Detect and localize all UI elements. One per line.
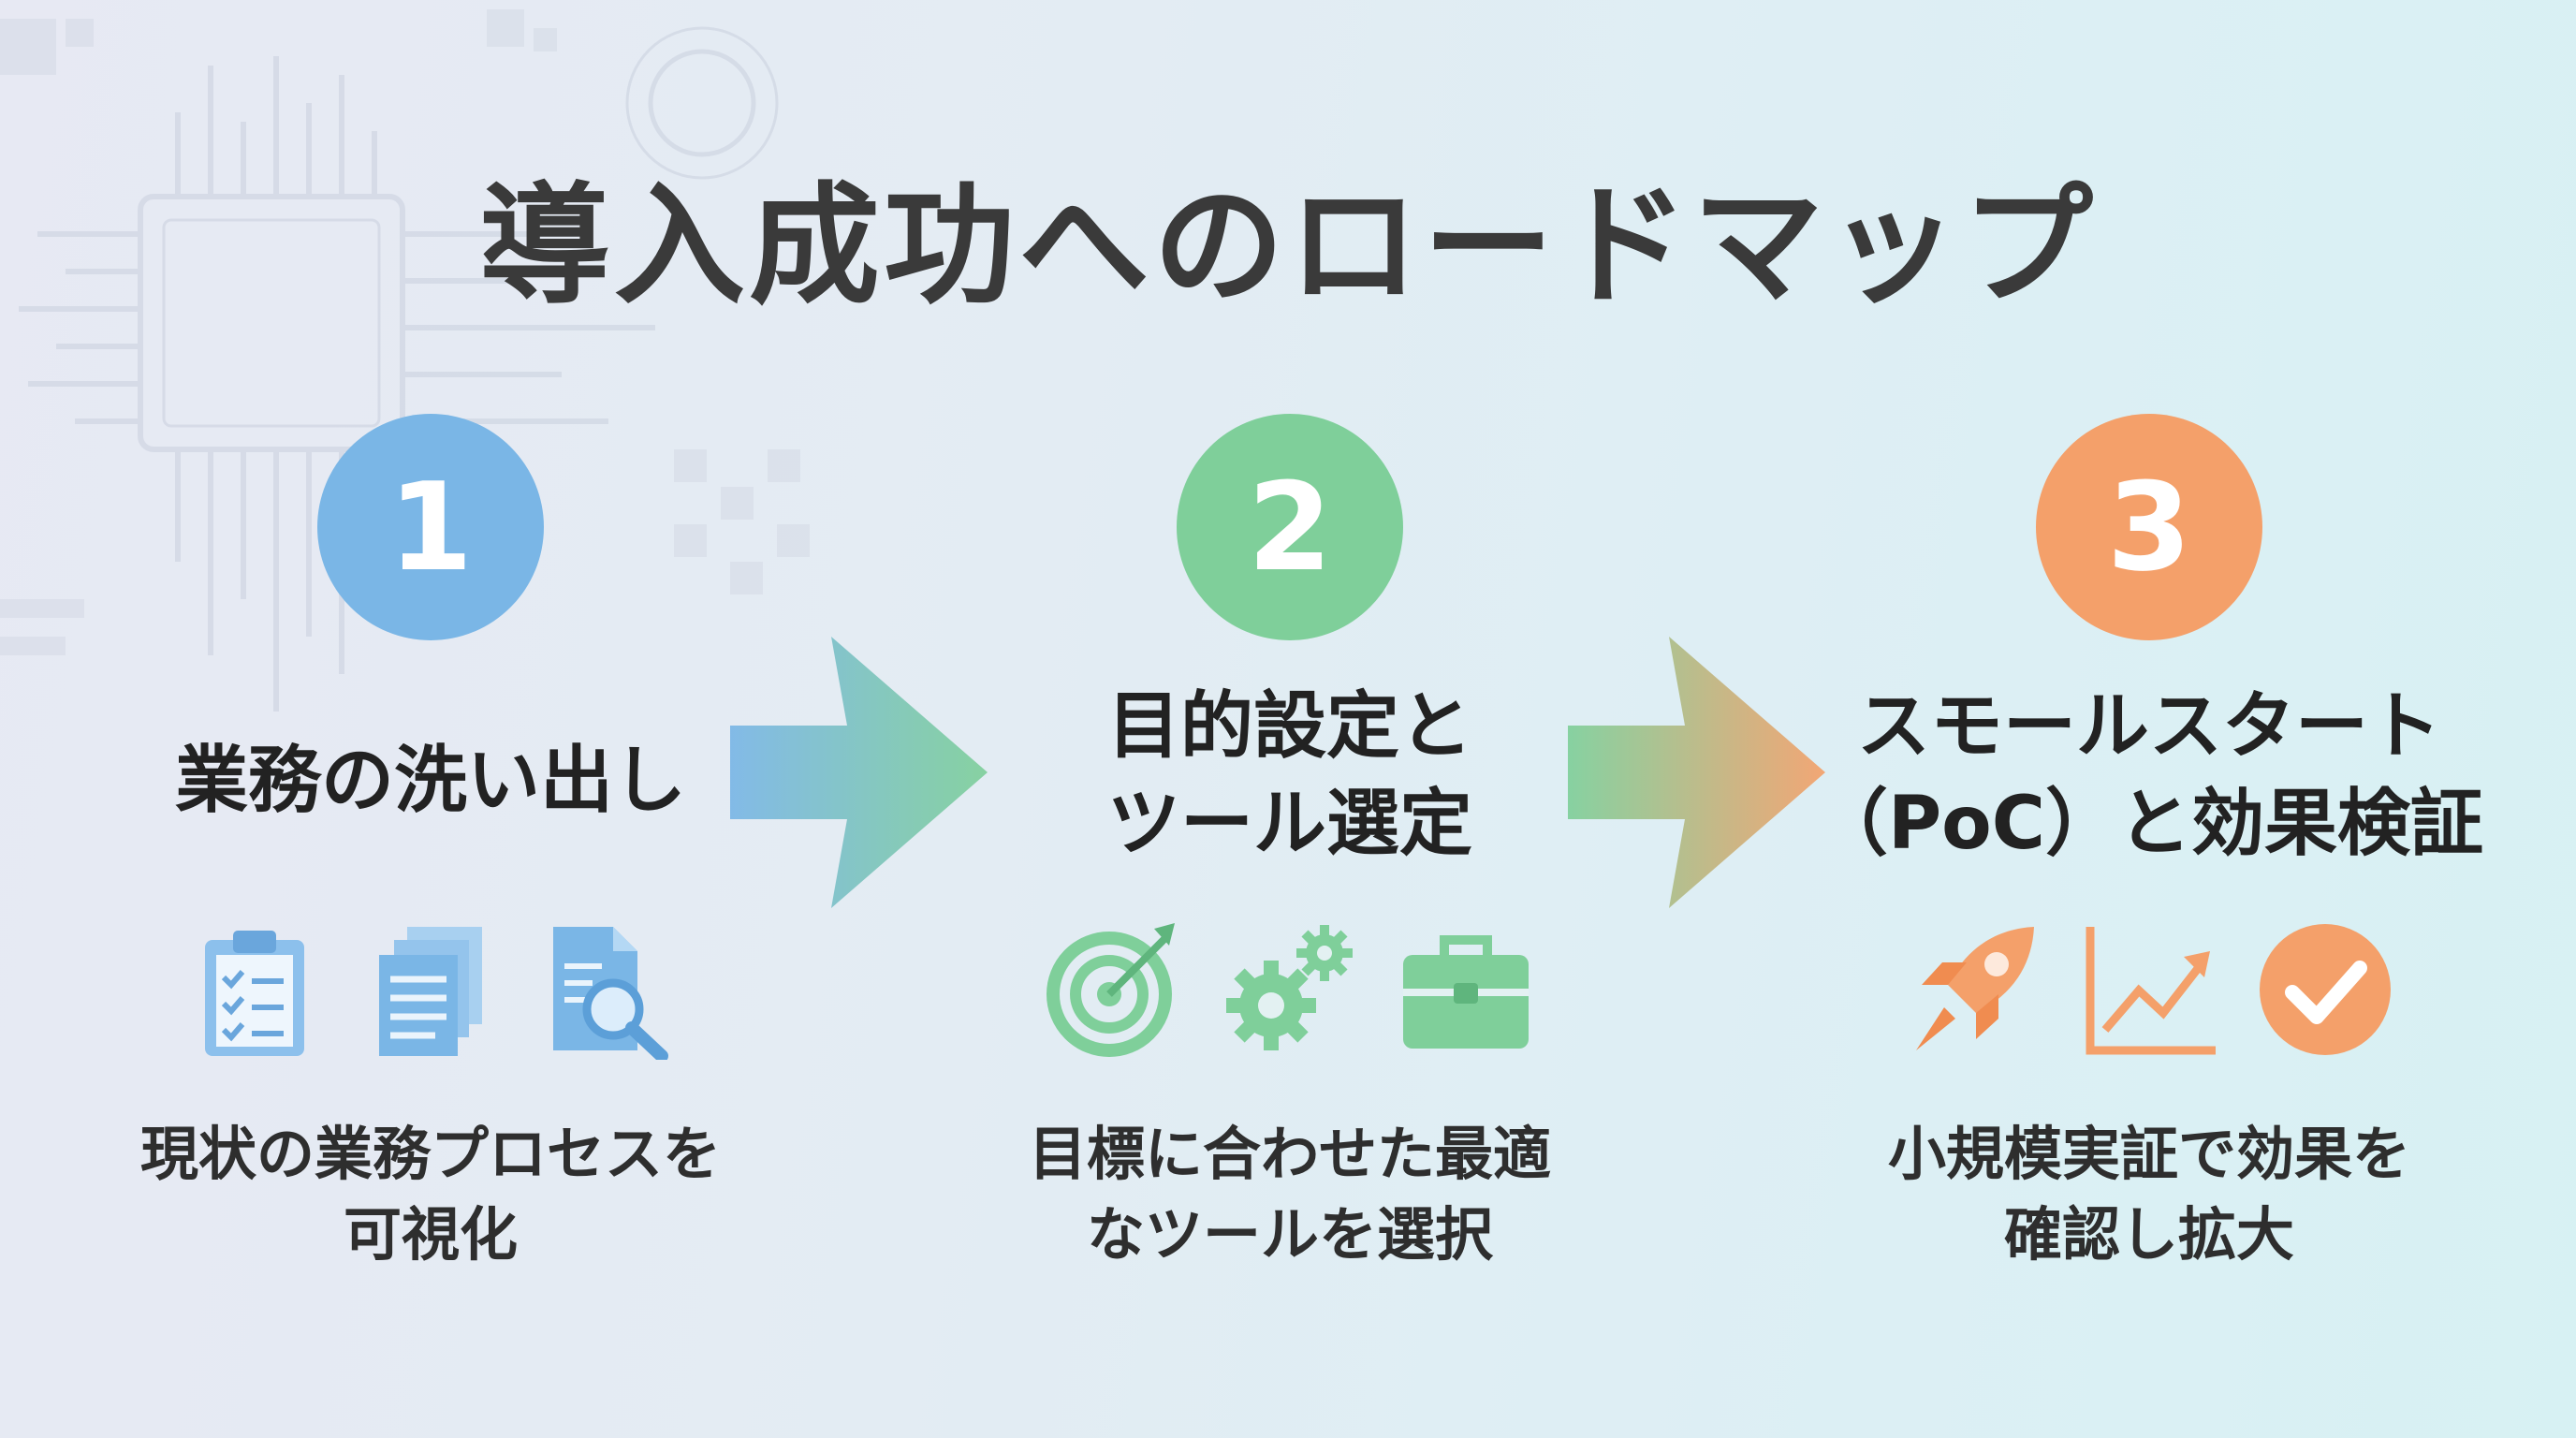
step-heading: スモールスタート （PoC）と効果検証 xyxy=(1775,678,2524,873)
step-heading-line: 業務の洗い出し xyxy=(174,739,686,823)
flow-arrow-2 xyxy=(1568,637,1849,908)
toolbox-icon xyxy=(1396,919,1536,1060)
gears-icon xyxy=(1220,919,1360,1060)
step-3: 3 スモールスタート （PoC）と効果検証 小規模実証で効果を 確認し拡大 xyxy=(1775,0,2524,1438)
circuit-background-decoration xyxy=(0,9,810,712)
step-description: 目標に合わせた最適 なツールを選択 xyxy=(915,1114,1664,1275)
step-description: 小規模実証で効果を 確認し拡大 xyxy=(1775,1114,2524,1275)
step-description-line: 小規模実証で効果を xyxy=(1887,1120,2410,1188)
step-heading-line: （PoC）と効果検証 xyxy=(1815,782,2483,866)
clipboard-checklist-icon xyxy=(184,919,325,1060)
target-icon xyxy=(1044,919,1184,1060)
step-number-badge: 2 xyxy=(1177,414,1403,640)
step-icon-row xyxy=(915,919,1664,1060)
step-2: 2 目的設定と ツール選定 目標に合わせた最適 なツールを選択 xyxy=(915,0,1664,1438)
step-heading: 目的設定と ツール選定 xyxy=(915,678,1664,873)
step-description-line: 目標に合わせた最適 xyxy=(1028,1120,1551,1188)
step-number-badge: 1 xyxy=(317,414,544,640)
check-circle-icon xyxy=(2255,919,2395,1060)
step-description-line: 確認し拡大 xyxy=(2003,1200,2294,1269)
flow-arrow-1 xyxy=(730,637,1011,908)
step-description-line: 可視化 xyxy=(343,1200,518,1269)
step-description-line: 現状の業務プロセスを xyxy=(139,1120,721,1188)
step-icon-row xyxy=(56,919,805,1060)
rocket-icon xyxy=(1903,919,2043,1060)
step-heading-line: 目的設定と xyxy=(1106,684,1472,769)
step-number-badge: 3 xyxy=(2036,414,2262,640)
step-1: 1 業務の洗い出し 現状の業務プロセスを 可視化 xyxy=(56,0,805,1438)
document-search-icon xyxy=(536,919,677,1060)
step-description: 現状の業務プロセスを 可視化 xyxy=(56,1114,805,1275)
step-icon-row xyxy=(1775,919,2524,1060)
step-heading-line: スモールスタート xyxy=(1856,684,2441,769)
step-heading: 業務の洗い出し xyxy=(56,732,805,829)
step-description-line: なツールを選択 xyxy=(1086,1200,1493,1269)
page-title: 導入成功へのロードマップ xyxy=(478,170,2097,323)
growth-chart-icon xyxy=(2079,919,2219,1060)
step-heading-line: ツール選定 xyxy=(1106,782,1472,866)
documents-icon xyxy=(360,919,501,1060)
